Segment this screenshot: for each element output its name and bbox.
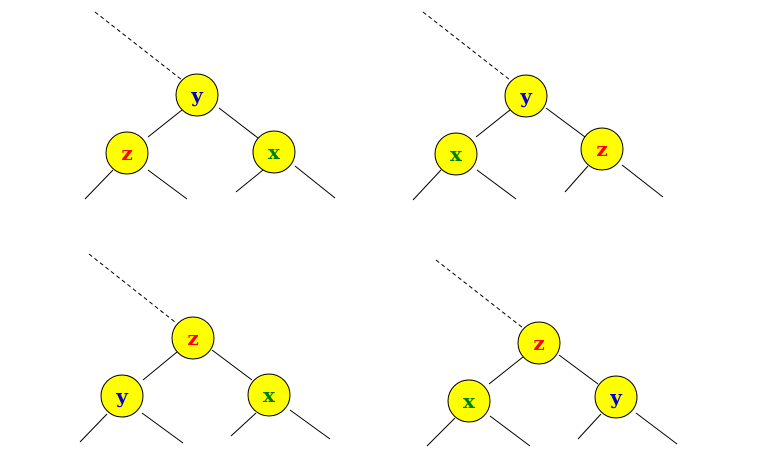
node-label: y [115,384,129,408]
subtree-edge [564,165,589,193]
tree-3: z y x [79,253,331,444]
subtree-edge [79,413,108,443]
node-right: x [252,130,296,174]
tree-1: y z x [84,11,336,200]
parent-link-dashed [88,253,176,323]
node-label: y [609,385,623,409]
subtree-edge [84,169,114,200]
node-label: z [187,326,198,350]
node-root: y [175,73,219,117]
edge-root-right [211,349,253,381]
subtree-edge [289,409,331,440]
subtree-edge [230,412,257,437]
subtree-edge [426,417,456,447]
parent-link-dashed [94,11,183,81]
edge-root-right [558,354,599,385]
node-label: x [463,389,476,413]
tree-2: y x z [412,11,664,201]
node-left: x [434,132,478,176]
node-label: x [263,383,276,407]
subtree-edge [621,164,664,198]
subtree-edge [147,169,188,200]
node-label: z [596,137,607,161]
node-label: z [121,141,132,165]
edge-root-left [488,356,524,385]
edge-root-right [218,107,259,139]
edge-root-left [142,351,178,381]
tree-4: z x y [426,259,678,447]
subtree-edge [294,165,336,199]
node-label: x [450,142,463,166]
subtree-edge [412,169,442,201]
subtree-edge [635,412,678,445]
node-left: y [100,374,144,418]
edge-root-right [545,107,586,138]
node-label: x [268,140,281,164]
subtree-edge [489,415,531,447]
edge-root-left [147,109,183,138]
subtree-edge [235,169,264,193]
node-label: y [190,83,204,107]
node-left: z [105,131,149,175]
node-label: z [533,331,544,355]
node-root: z [517,321,561,365]
node-right: x [247,373,291,417]
edge-root-left [475,109,511,138]
node-right: z [580,127,624,171]
node-root: z [171,316,215,360]
node-root: y [504,74,548,118]
subtree-edge [577,413,602,440]
node-left: x [447,379,491,423]
node-label: y [519,84,533,108]
subtree-edge [141,412,184,444]
subtree-edge [476,169,517,200]
node-right: y [594,375,638,419]
parent-link-dashed [422,11,511,81]
parent-link-dashed [435,259,524,329]
